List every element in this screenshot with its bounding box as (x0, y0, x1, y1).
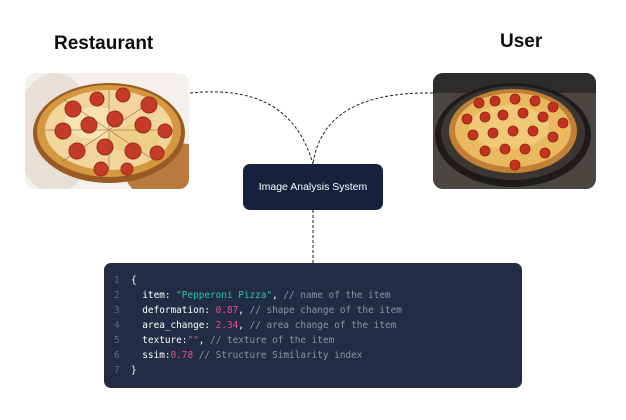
code-line: 7} (104, 363, 522, 378)
user-label: User (500, 31, 543, 52)
code-token: texture: (131, 335, 188, 346)
code-token: deformation: (131, 305, 216, 316)
line-number: 6 (114, 350, 120, 361)
code-text: deformation: 0.87, // shape change of th… (131, 303, 402, 318)
code-token: area_change: (131, 320, 216, 331)
code-token: , (198, 335, 211, 346)
code-line: 5 texture:"", // texture of the item (104, 333, 522, 348)
line-number: 2 (114, 290, 120, 301)
code-line: 1{ (104, 273, 522, 288)
code-token: // Structure Similarity index (198, 350, 363, 361)
code-text: area_change: 2.34, // area change of the… (131, 318, 396, 333)
code-token: , (272, 290, 284, 301)
line-number: 1 (114, 275, 120, 286)
code-text: { (131, 273, 137, 288)
code-token: , (238, 305, 250, 316)
code-text: ssim:0.78 // Structure Similarity index (131, 348, 362, 363)
code-token: // name of the item (283, 290, 391, 301)
code-text: texture:"", // texture of the item (131, 333, 334, 348)
code-token: } (131, 365, 137, 376)
restaurant-label: Restaurant (54, 33, 154, 54)
code-token: 0.87 (215, 305, 239, 316)
code-token: item: (131, 290, 177, 301)
code-token: { (131, 275, 137, 286)
code-line: 2 item: "Pepperoni Pizza", // name of th… (104, 288, 522, 303)
line-number: 5 (114, 335, 120, 346)
code-token: "" (187, 335, 199, 346)
line-number: 4 (114, 320, 120, 331)
code-token: ssim: (131, 350, 171, 361)
code-token: "Pepperoni Pizza" (176, 290, 273, 301)
code-token: 2.34 (215, 320, 239, 331)
code-token: // shape change of the item (249, 305, 402, 316)
code-lines: 1{2 item: "Pepperoni Pizza", // name of … (104, 273, 522, 378)
user-connector (312, 92, 434, 165)
code-line: 6 ssim:0.78 // Structure Similarity inde… (104, 348, 522, 363)
user-pizza-image (433, 73, 596, 189)
line-number: 7 (114, 365, 120, 376)
code-token: // area change of the item (249, 320, 397, 331)
code-output-panel: 1{2 item: "Pepperoni Pizza", // name of … (104, 263, 522, 388)
code-token: , (238, 320, 250, 331)
image-analysis-system-box: Image Analysis System (243, 164, 383, 210)
code-line: 4 area_change: 2.34, // area change of t… (104, 318, 522, 333)
code-text: } (131, 363, 137, 378)
line-number: 3 (114, 305, 120, 316)
code-line: 3 deformation: 0.87, // shape change of … (104, 303, 522, 318)
image-analysis-system-label: Image Analysis System (258, 181, 368, 193)
code-token: // texture of the item (210, 335, 335, 346)
code-text: item: "Pepperoni Pizza", // name of the … (131, 288, 391, 303)
restaurant-connector (189, 91, 314, 165)
code-token: 0.78 (170, 350, 194, 361)
restaurant-pizza-image (25, 73, 189, 189)
